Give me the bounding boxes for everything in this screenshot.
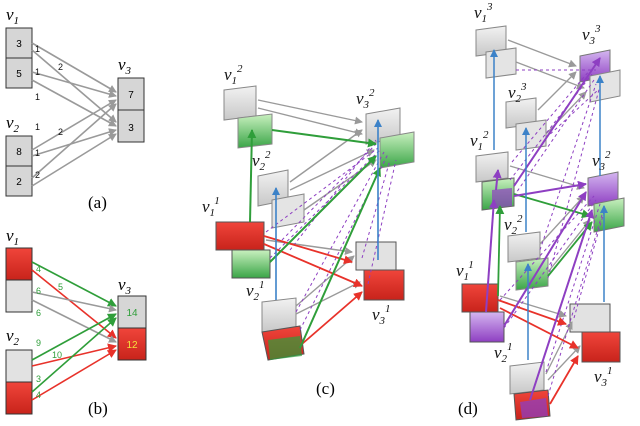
panel-b-edge-label: 6: [36, 308, 41, 318]
panel-a-v2-cell-1: 8: [16, 147, 22, 158]
panel-b-node-v1: [5, 247, 33, 313]
panel-c-blue-edges: [272, 119, 382, 300]
panel-a-edge-label: 1: [35, 67, 40, 77]
panel-d-label-v1-1: v11: [456, 259, 474, 283]
panel-a-node-v2: 8 2: [5, 135, 33, 197]
panel-d-label-v3-3: v33: [582, 23, 601, 47]
panel-a-node-v1: 3 5: [5, 27, 33, 89]
panel-c-label-v3-2: v32: [356, 87, 375, 111]
panel-c-node-v2-layer2: [257, 169, 305, 229]
panel-a-v3-cell-1: 7: [128, 90, 134, 101]
panel-a-v1-cell-2: 5: [16, 69, 22, 80]
panel-b-v3-label: v3: [118, 275, 132, 297]
panel-c-label-v1-2: v12: [224, 63, 243, 87]
panel-d-label-v1-3: v13: [474, 1, 493, 25]
panel-c-label-v2-1: v21: [246, 279, 265, 303]
panel-b-v3-cell-1: 14: [126, 308, 138, 319]
panel-a-edge-label: 1: [35, 122, 40, 132]
panel-b-node-v2: [5, 349, 33, 415]
panel-a: 3 5 v1 8 2 v2 7 3 v3: [5, 5, 145, 212]
panel-d-node-v2-layer1: [509, 361, 551, 421]
panel-c-node-v3-layer1: [355, 241, 405, 301]
panel-d-node-v3-layer1: [569, 303, 621, 363]
panel-b-edge-label: 4: [36, 264, 41, 274]
panel-c-node-v2-layer1: [261, 297, 305, 361]
panel-a-caption: (a): [88, 193, 107, 212]
panel-d-node-v1-layer1: [461, 283, 505, 343]
panel-a-node-v3: 7 3: [117, 77, 145, 143]
panel-d-node-v1-layer3: [475, 25, 517, 79]
panel-d-label-v3-1: v31: [594, 365, 613, 389]
panel-b-edge-label: 3: [36, 374, 41, 384]
panel-b-node-v3: 14 12: [117, 295, 147, 361]
panel-d-purple-edges: [485, 57, 601, 401]
panel-a-edge-label: 2: [35, 170, 40, 180]
panel-b-caption: (b): [88, 399, 108, 418]
panel-c-label-v2-2: v22: [252, 149, 271, 173]
panel-a-edges: [31, 42, 117, 187]
panel-a-v2-label: v2: [6, 113, 20, 135]
panel-a-edge-label: 1: [35, 44, 40, 54]
panel-a-v1-label: v1: [6, 5, 19, 27]
panel-d-node-v1-layer2: [475, 151, 515, 211]
panel-d-label-v1-2: v12: [470, 129, 489, 153]
panel-c-node-v3-layer2: [365, 107, 415, 169]
panel-c-node-v1-layer2: [223, 85, 273, 149]
panel-a-v2-cell-2: 2: [16, 177, 22, 188]
panel-a-v3-cell-2: 3: [128, 123, 134, 134]
panel-b-edge-label: 9: [36, 338, 41, 348]
panel-d-label-v2-3: v23: [508, 81, 527, 105]
panel-b: v1 v2 v3 14 12 4: [5, 226, 147, 418]
panel-b-edge-label: 4: [36, 390, 41, 400]
panel-d-label-v2-1: v21: [494, 341, 513, 365]
panel-b-v2-label: v2: [6, 326, 20, 348]
panel-b-edge-label: 5: [58, 282, 63, 292]
panel-d-blue-edges: [490, 49, 608, 360]
panel-a-edge-label: 1: [35, 92, 40, 102]
panel-d-red-edges: [497, 299, 579, 405]
panel-a-edge-label: 1: [35, 148, 40, 158]
panel-a-edge-label: 2: [58, 127, 63, 137]
panel-d: v13 v23 v33 v12 v22 v32 v11 v21 v31 (d): [456, 1, 625, 421]
panel-d-label-v3-2: v32: [592, 149, 611, 173]
panel-d-caption: (d): [458, 399, 478, 418]
panel-b-edges: [31, 261, 117, 401]
panel-b-edge-label: 10: [52, 350, 62, 360]
panel-c-label-v3-1: v31: [372, 303, 391, 327]
panel-a-edge-label: 2: [58, 62, 63, 72]
panel-a-v1-cell-1: 3: [16, 39, 22, 50]
panel-c-green-edges: [247, 129, 381, 349]
panel-b-v1-label: v1: [6, 226, 19, 248]
panel-d-label-v2-2: v22: [504, 213, 523, 237]
panel-c-node-v1-layer1: [215, 221, 271, 279]
panel-a-v3-label: v3: [118, 55, 132, 77]
panel-c-caption: (c): [316, 379, 335, 398]
panel-c-label-v1-1: v11: [202, 195, 220, 219]
panel-b-edge-label: 6: [36, 286, 41, 296]
panel-c: v12 v22 v32 v11 v21 v31 (c): [202, 63, 415, 398]
panel-b-v3-cell-2: 12: [126, 340, 138, 351]
